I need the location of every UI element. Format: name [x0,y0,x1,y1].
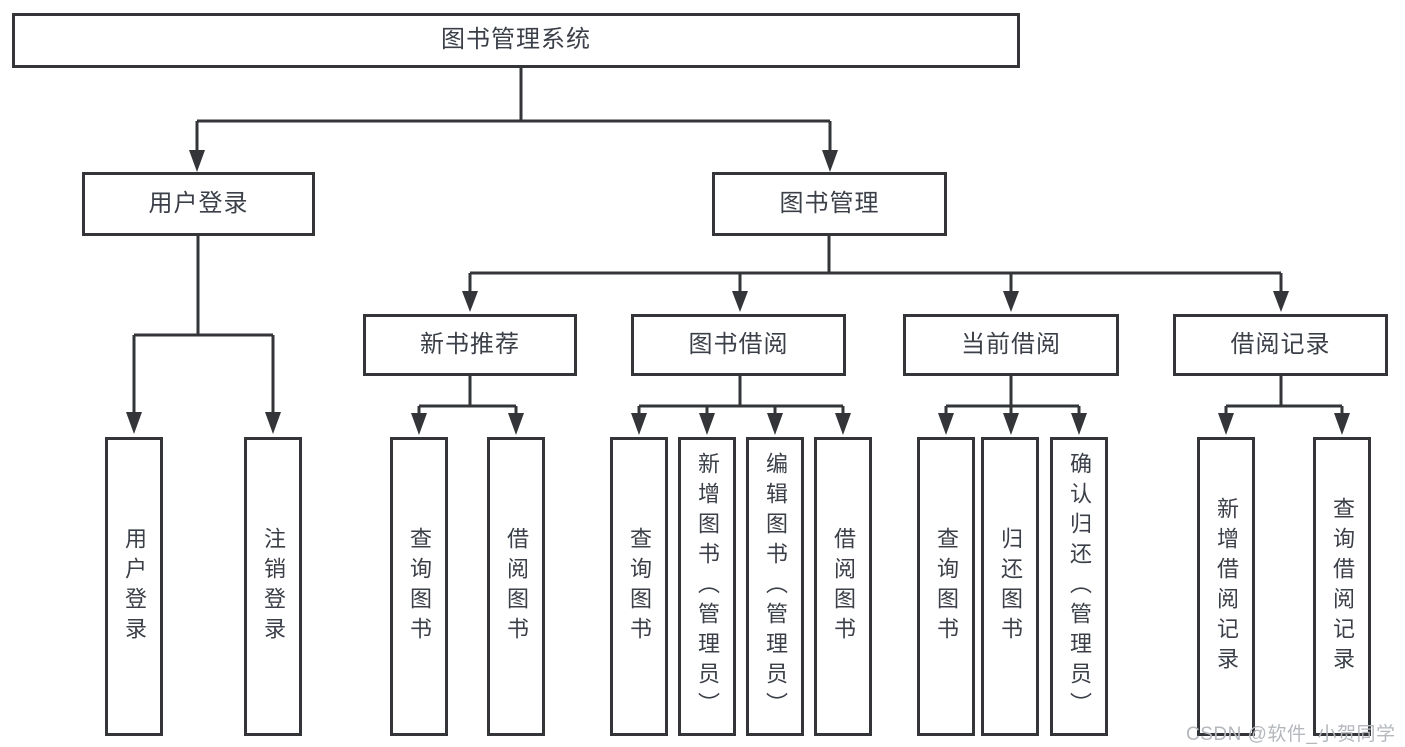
leaf-query-borrow-record-label: 查询借阅记录 [1330,496,1355,677]
leaf-edit-book-admin-label: 编辑图书（管理员） [763,451,788,722]
node-book-management: 图书管理 [712,172,947,236]
node-new-book-recommend-label: 新书推荐 [420,330,520,358]
leaf-query-books-current: 查询图书 [917,437,975,736]
leaf-add-borrow-record-label: 新增借阅记录 [1214,496,1239,677]
leaf-edit-book-admin: 编辑图书（管理员） [746,437,804,736]
node-book-borrow: 图书借阅 [631,314,846,376]
leaf-add-book-admin: 新增图书（管理员） [678,437,736,736]
leaf-confirm-return-admin-label: 确认归还（管理员） [1067,451,1092,722]
leaf-user-login-label: 用户登录 [122,526,147,647]
leaf-user-login: 用户登录 [105,437,163,736]
node-borrow-records: 借阅记录 [1173,314,1388,376]
leaf-add-book-admin-label: 新增图书（管理员） [695,451,720,722]
leaf-borrow-books: 借阅图书 [814,437,872,736]
leaf-query-books-recommend: 查询图书 [390,437,448,736]
node-root-label: 图书管理系统 [441,26,591,54]
watermark: CSDN @软件_小贺同学 [1186,724,1396,745]
node-root: 图书管理系统 [12,13,1020,68]
leaf-query-books-borrow: 查询图书 [610,437,668,736]
node-user-login-label: 用户登录 [148,189,249,217]
leaf-borrow-books-recommend-label: 借阅图书 [504,526,529,647]
leaf-query-books-recommend-label: 查询图书 [407,526,432,647]
node-borrow-records-label: 借阅记录 [1230,330,1331,358]
leaf-return-book: 归还图书 [981,437,1039,736]
node-book-management-label: 图书管理 [779,189,880,217]
leaf-confirm-return-admin: 确认归还（管理员） [1050,437,1108,736]
node-book-borrow-label: 图书借阅 [688,330,789,358]
leaf-return-book-label: 归还图书 [998,526,1023,647]
leaf-query-books-current-label: 查询图书 [934,526,959,647]
leaf-borrow-books-label: 借阅图书 [831,526,856,647]
node-current-borrow: 当前借阅 [903,314,1119,376]
node-user-login: 用户登录 [82,172,315,236]
node-current-borrow-label: 当前借阅 [961,330,1061,358]
leaf-query-borrow-record: 查询借阅记录 [1313,437,1371,736]
leaf-logout: 注销登录 [244,437,302,736]
leaf-query-books-borrow-label: 查询图书 [627,526,652,647]
leaf-borrow-books-recommend: 借阅图书 [487,437,545,736]
leaf-add-borrow-record: 新增借阅记录 [1197,437,1255,736]
node-new-book-recommend: 新书推荐 [363,314,577,376]
leaf-logout-label: 注销登录 [261,526,286,647]
